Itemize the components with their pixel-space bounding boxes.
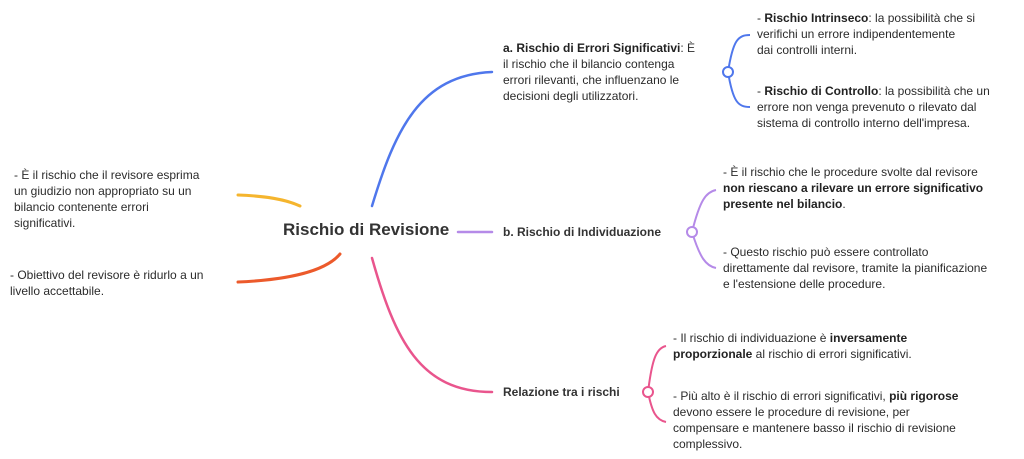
branch-c-child-2[interactable]: - Più alto è il rischio di errori signif… xyxy=(673,388,958,452)
branch-a-label: a. Rischio di Errori Significativi xyxy=(503,41,681,55)
branch-a-child-2-bold: Rischio di Controllo xyxy=(764,84,879,98)
left-note-top: - È il rischio che il revisore esprima u… xyxy=(14,168,200,230)
branch-b-child-1-post: . xyxy=(842,197,846,211)
connector-branch-a xyxy=(370,70,494,208)
left-note-bottom: - Obiettivo del revisore è ridurlo a un … xyxy=(10,268,204,298)
connector-c-child-1 xyxy=(647,345,667,393)
branch-a-child-1[interactable]: - Rischio Intrinseco: la possibilità che… xyxy=(757,10,975,58)
branch-c-child-1-pre: - Il rischio di individuazione è xyxy=(673,331,830,345)
connector-left-bottom xyxy=(236,252,342,284)
branch-c-child-2-bold: più rigorose xyxy=(889,389,959,403)
branch-b-child-2[interactable]: - Questo rischio può essere controllato … xyxy=(723,245,988,291)
branch-a-child-1-prefix: - xyxy=(757,11,765,25)
branch-c-child-1[interactable]: - Il rischio di individuazione è inversa… xyxy=(673,330,912,362)
connector-left-top xyxy=(236,193,302,208)
branch-c-child-1-bold: inversamente proporzionale xyxy=(673,331,908,361)
connector-a-child-1 xyxy=(727,34,751,73)
connector-b-child-2 xyxy=(691,231,717,269)
branch-b-node[interactable]: b. Rischio di Individuazione xyxy=(503,225,662,239)
branch-b-child-1-pre: - È il rischio che le procedure svolte d… xyxy=(723,165,978,179)
branch-a-child-2-text: : la possibilità che un errore non venga… xyxy=(757,84,990,130)
branch-a-node[interactable]: a. Rischio di Errori Significativi: È il… xyxy=(503,40,695,104)
branch-b-child-1-bold: non riescano a rilevare un errore signif… xyxy=(723,181,984,211)
connector-b-child-1 xyxy=(691,189,717,233)
branch-a-child-1-text: : la possibilità che si verifichi un err… xyxy=(757,11,976,57)
branch-a-description: : È il rischio che il bilancio contenga … xyxy=(503,41,696,103)
node-a-junction[interactable] xyxy=(722,66,734,78)
node-c-junction[interactable] xyxy=(642,386,654,398)
connector-a-child-2 xyxy=(727,71,751,108)
branch-c-node[interactable]: Relazione tra i rischi xyxy=(503,385,620,399)
branch-a-child-2[interactable]: - Rischio di Controllo: la possibilità c… xyxy=(757,83,990,131)
branch-c-child-1-post: al rischio di errori significativi. xyxy=(752,347,912,361)
central-topic[interactable]: Rischio di Revisione xyxy=(283,220,450,239)
branch-a-child-2-prefix: - xyxy=(757,84,765,98)
branch-b-child-1[interactable]: - È il rischio che le procedure svolte d… xyxy=(723,164,983,212)
branch-c-child-2-post: devono essere le procedure di revisione,… xyxy=(673,405,956,451)
connector-branch-c xyxy=(370,256,494,394)
branch-c-child-2-pre: - Più alto è il rischio di errori signif… xyxy=(673,389,890,403)
branch-a-child-1-bold: Rischio Intrinseco xyxy=(764,11,869,25)
node-b-junction[interactable] xyxy=(686,226,698,238)
